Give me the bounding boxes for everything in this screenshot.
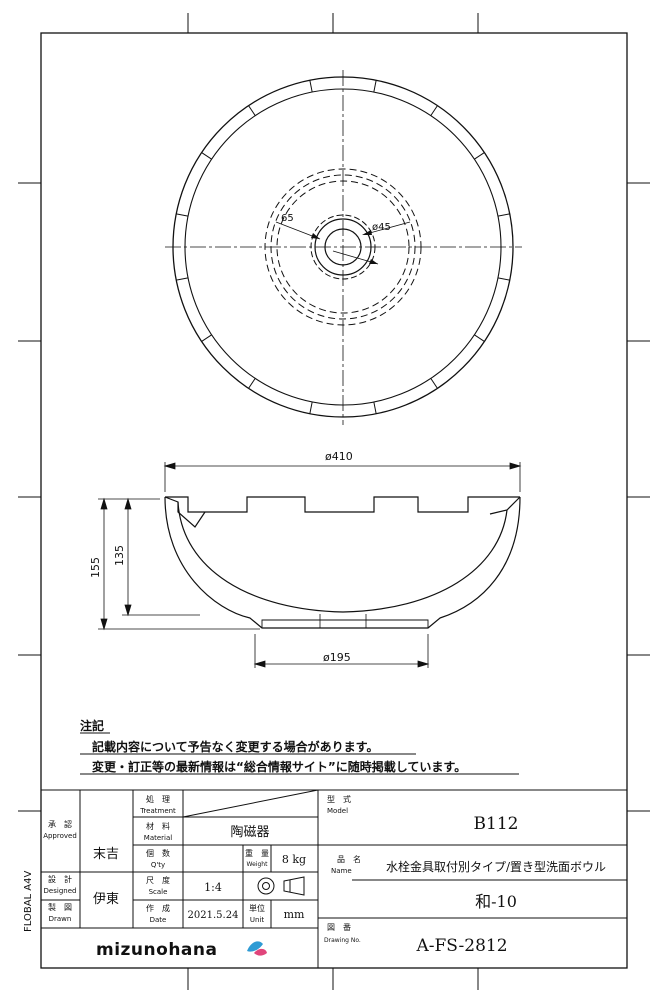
scale-value: 1:4 bbox=[204, 881, 222, 894]
foot-ring bbox=[261, 619, 429, 628]
approved-label-en: Approved bbox=[43, 832, 77, 840]
treatment-label-jp: 処 理 bbox=[146, 794, 170, 804]
notes-heading: 注記 bbox=[80, 718, 104, 733]
dim-45: ø45 bbox=[372, 222, 391, 233]
dim-195: ø195 bbox=[323, 651, 351, 664]
approved-label-jp: 承 認 bbox=[48, 819, 72, 829]
dim-410: ø410 bbox=[325, 450, 353, 463]
designed-label-en: Designed bbox=[44, 887, 77, 895]
material-value: 陶磁器 bbox=[230, 824, 269, 840]
rim-notch bbox=[497, 277, 510, 281]
drawing-no-value: A-FS-2812 bbox=[415, 936, 507, 956]
dim-135: 135 bbox=[113, 545, 126, 566]
rim-right-edge bbox=[489, 496, 521, 515]
drawn-label-en: Drawn bbox=[49, 915, 72, 923]
material-label-en: Material bbox=[144, 834, 172, 842]
qty-label-jp: 個 数 bbox=[146, 848, 170, 858]
qty-label-en: Q'ty bbox=[151, 861, 165, 869]
name-value-2: 和-10 bbox=[475, 892, 517, 911]
scale-label-jp: 尺 度 bbox=[146, 875, 170, 885]
rim-notches bbox=[176, 80, 510, 414]
approved-name: 末吉 bbox=[93, 847, 119, 862]
date-label-jp: 作 成 bbox=[146, 903, 170, 913]
drawing-no-label-en: Drawing No. bbox=[324, 937, 361, 944]
rim-notch bbox=[474, 334, 485, 342]
rim-notched-top bbox=[165, 496, 520, 513]
logo-leaf-icon bbox=[247, 941, 267, 956]
rim-notch bbox=[248, 105, 256, 116]
name-value: 水栓金具取付別タイプ/置き型洗面ボウル bbox=[386, 859, 606, 874]
dim-155: 155 bbox=[89, 557, 102, 578]
drawing-no-label-jp: 図 番 bbox=[327, 922, 351, 932]
rim-notch bbox=[201, 334, 212, 342]
rim-notch bbox=[373, 401, 377, 414]
rim-notch bbox=[309, 80, 313, 93]
unit-value: mm bbox=[284, 908, 305, 921]
title-block-grid bbox=[41, 789, 627, 968]
notes: 注記 記載内容について予告なく変更する場合があります。 変更・訂正等の最新情報は… bbox=[80, 718, 519, 775]
date-label-en: Date bbox=[150, 916, 167, 924]
dim-65: 65 bbox=[281, 213, 294, 224]
registration-ticks bbox=[18, 13, 650, 990]
weight-label-en: Weight bbox=[247, 861, 269, 868]
designer-name: 伊東 bbox=[93, 891, 119, 907]
rim-notch bbox=[176, 213, 189, 217]
drawing-border bbox=[40, 32, 628, 969]
section-view bbox=[164, 496, 521, 629]
model-value: B112 bbox=[474, 814, 519, 834]
notes-line-2: 変更・訂正等の最新情報は“総合情報サイト”に随時掲載しています。 bbox=[92, 759, 466, 774]
side-label: FLOBAL A4V bbox=[23, 871, 34, 932]
weight-label-jp: 重 量 bbox=[245, 848, 269, 858]
weight-value: 8 kg bbox=[282, 853, 306, 866]
date-value: 2021.5.24 bbox=[188, 910, 239, 921]
rim-notch bbox=[497, 213, 510, 217]
rim-notch bbox=[309, 401, 313, 414]
rim-notch bbox=[430, 378, 438, 389]
rim-notch bbox=[373, 80, 377, 93]
unit-label-en: Unit bbox=[250, 916, 265, 924]
rim-left-slot bbox=[164, 496, 206, 528]
leader-45 bbox=[365, 221, 411, 235]
scale-label-en: Scale bbox=[149, 888, 168, 896]
rim-notch bbox=[430, 105, 438, 116]
bowl-outer-profile bbox=[164, 496, 521, 629]
brand-logo: mizunohana bbox=[96, 940, 217, 960]
rim-notch bbox=[474, 152, 485, 160]
material-label-jp: 材 料 bbox=[146, 821, 170, 831]
section-dimensions bbox=[98, 462, 522, 668]
projection-symbol-icon bbox=[257, 876, 305, 896]
designed-label-jp: 設 計 bbox=[48, 874, 72, 884]
bowl-inner-profile bbox=[177, 501, 508, 613]
treatment-label-en: Treatment bbox=[139, 807, 176, 815]
model-label-en: Model bbox=[327, 807, 348, 815]
unit-label-jp: 単位 bbox=[249, 903, 265, 913]
notes-line-1: 記載内容について予告なく変更する場合があります。 bbox=[92, 739, 378, 754]
rim-notch bbox=[176, 277, 189, 281]
plan-view: 65 ø45 bbox=[165, 70, 522, 425]
name-label-en: Name bbox=[331, 867, 352, 875]
rim-notch bbox=[248, 378, 256, 389]
rim-notch bbox=[201, 152, 212, 160]
model-label-jp: 型 式 bbox=[327, 794, 351, 804]
drawn-label-jp: 製 図 bbox=[48, 902, 72, 912]
name-label-jp: 品 名 bbox=[337, 854, 361, 864]
